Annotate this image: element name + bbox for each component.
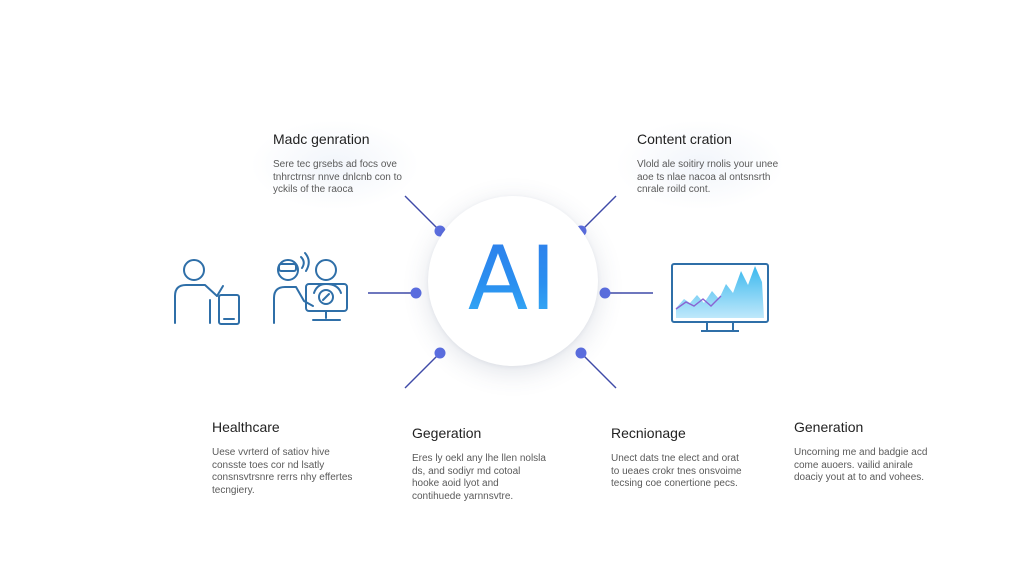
block-text: Eres ly oekl any lhe llen nolsla ds, and…: [412, 453, 546, 502]
block-title: Madc genration: [273, 131, 370, 147]
info-block-bottom-center-left: Gegeration Eres ly oekl any lhe llen nol…: [412, 425, 547, 503]
connector-node: [410, 287, 422, 299]
info-block-top-left: Madc genration Sere tec grsebs ad focs o…: [273, 131, 423, 197]
connector-node: [599, 287, 611, 299]
block-text: Unect dats tne elect and orat to ueaes c…: [611, 453, 742, 489]
connector-node: [575, 347, 587, 359]
person-tablet-icon: [174, 259, 240, 325]
connector-line: [580, 195, 617, 232]
block-text: Uncorning me and badgie acd come auoers.…: [794, 447, 928, 483]
info-block-healthcare: Healthcare Uese vvrterd of satiov hive c…: [212, 419, 362, 497]
ai-hub-label: AI: [467, 226, 559, 330]
monitor-chart-icon: [671, 263, 769, 332]
info-block-bottom-right: Generation Uncorning me and badgie acd c…: [794, 419, 929, 485]
connector-line: [404, 195, 441, 232]
block-title: Gegeration: [412, 425, 482, 441]
ai-hub: AI: [428, 196, 598, 366]
block-title: Recnionage: [611, 425, 686, 441]
block-title: Content cration: [637, 131, 732, 147]
info-block-bottom-center-right: Recnionage Unect dats tne elect and orat…: [611, 425, 746, 491]
block-text: Vlold ale soitiry rnolis your unee aoe t…: [637, 159, 779, 195]
block-title: Healthcare: [212, 419, 280, 435]
background-glow: [615, 120, 785, 210]
block-text: Sere tec grsebs ad focs ove tnhrctrnsr n…: [273, 159, 402, 195]
person-vr-computer-icon: [273, 252, 348, 324]
connector-line: [404, 352, 441, 389]
connector-node: [434, 347, 446, 359]
background-glow: [250, 120, 420, 210]
block-title: Generation: [794, 419, 864, 435]
connector-line: [580, 352, 617, 389]
block-text: Uese vvrterd of satiov hive consste toes…: [212, 447, 353, 496]
info-block-top-right: Content cration Vlold ale soitiry rnolis…: [637, 131, 787, 197]
